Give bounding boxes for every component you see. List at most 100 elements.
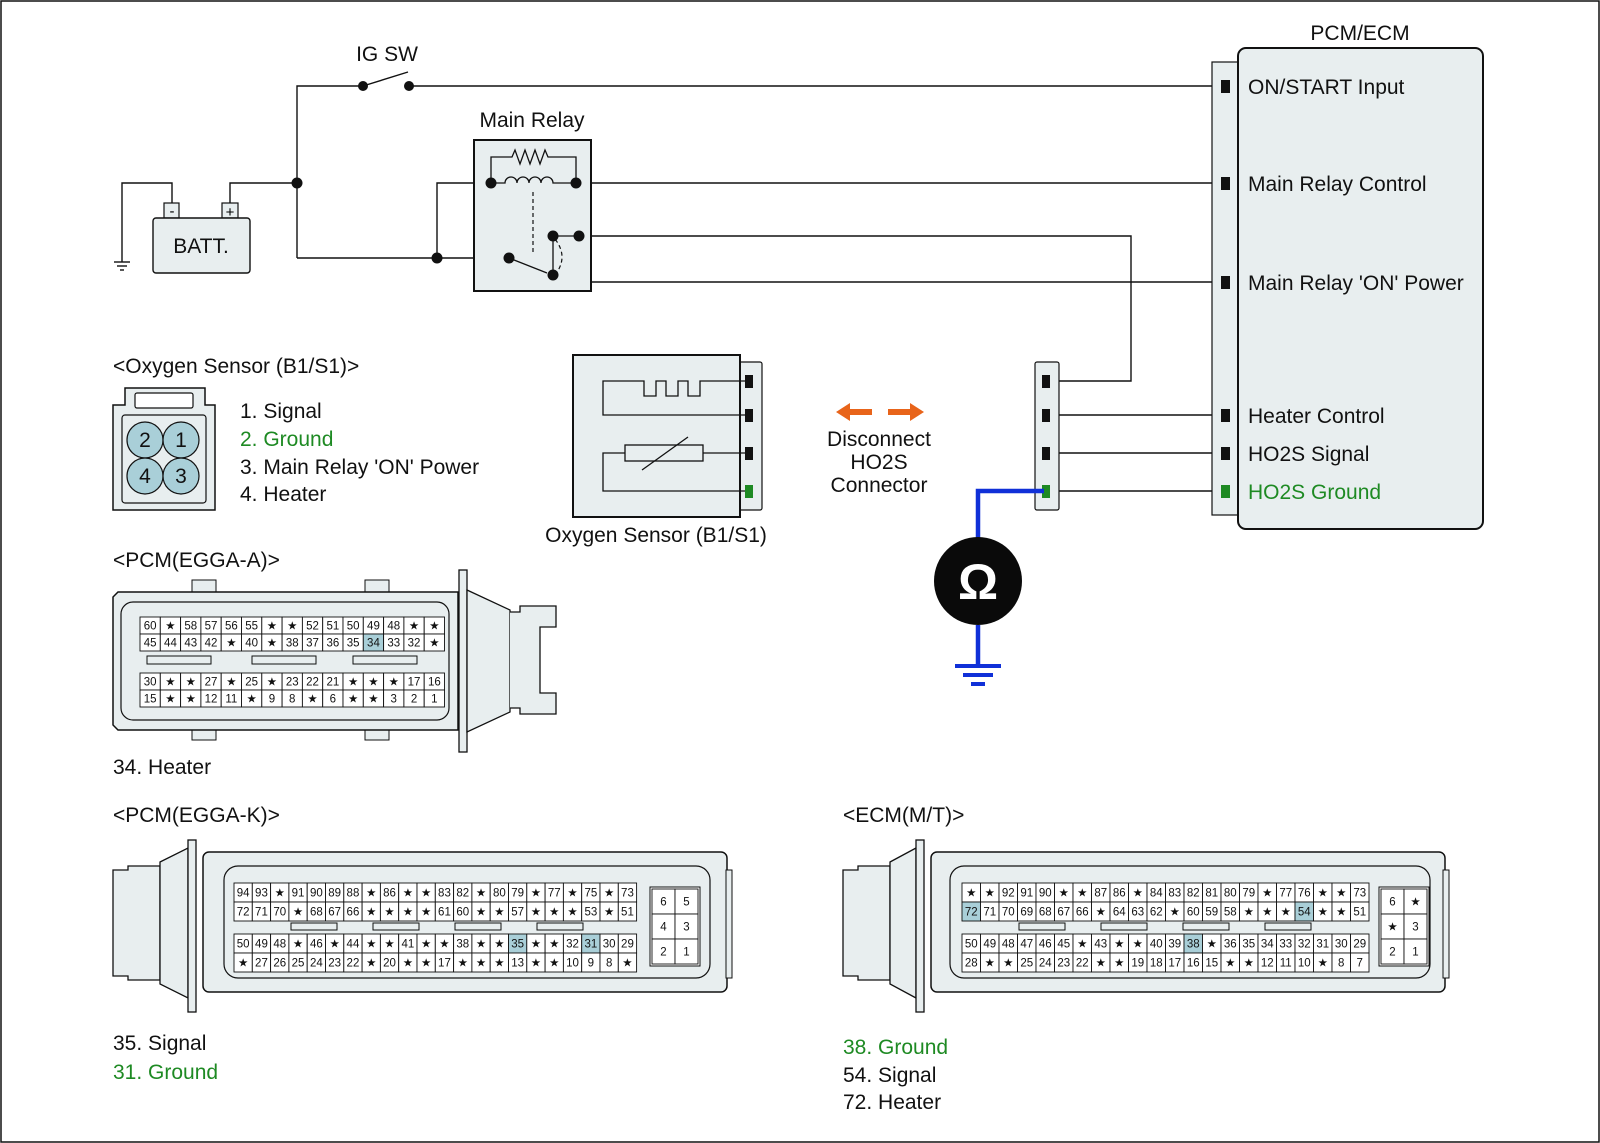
ecm-mt-pin-label: ★ xyxy=(1003,958,1013,970)
pcm-k-pin-label: 91 xyxy=(292,888,305,900)
ecm-mt-title: <ECM(M/T)> xyxy=(843,804,964,827)
ecm-mt-pin-label: 11 xyxy=(1280,958,1292,970)
pcm-k-pin-label: 67 xyxy=(328,907,341,919)
ecm-mt-pin-label: 35 xyxy=(1242,939,1255,951)
pcm-a-pin-label: 1 xyxy=(431,694,437,706)
disconnect-label-line1: Disconnect xyxy=(827,428,931,451)
pcm-k-pin-label: ★ xyxy=(421,907,431,919)
sensor-caption: Oxygen Sensor (B1/S1) xyxy=(545,524,767,547)
ecm-mt-pin-label: 83 xyxy=(1168,888,1181,900)
pcm-a-pin-label: 37 xyxy=(306,638,319,650)
ecm-terminal-signal: HO2S Signal xyxy=(1248,443,1369,466)
o2-pin-4: 4 xyxy=(139,465,151,488)
pcm-a-pin-label: ★ xyxy=(368,694,378,706)
pcm-k-pin-label: ★ xyxy=(384,907,394,919)
pcm-k-pin-label: 70 xyxy=(273,907,286,919)
ecm-mt-pin-label: 50 xyxy=(965,939,978,951)
pcm-k-pin-label: ★ xyxy=(458,958,468,970)
pcm-a-pin-label: 58 xyxy=(184,621,197,633)
ecm-mt-pin-label: 29 xyxy=(1353,939,1366,951)
ecm-mt-pin-label: 92 xyxy=(1002,888,1015,900)
ecm-mt-pin-label: 24 xyxy=(1039,958,1052,970)
pcm-k-pin-label: ★ xyxy=(366,907,376,919)
ecm-mt-pin-label: 64 xyxy=(1113,907,1126,919)
ecm-mt-pin-label: 69 xyxy=(1020,907,1033,919)
pcm-k-side-pin-cell xyxy=(674,938,699,965)
pcm-k-pin-label: ★ xyxy=(384,939,394,951)
pcm-k-pin-label: 23 xyxy=(328,958,341,970)
pcm-k-pin-label: ★ xyxy=(329,939,339,951)
ecm-mt-pin-label: 82 xyxy=(1187,888,1200,900)
ecm-mt-pin-label: ★ xyxy=(1336,907,1346,919)
pcm-k-pin-label: ★ xyxy=(604,888,614,900)
pcm-k-pin-label: 25 xyxy=(292,958,305,970)
pcm-k-pin-label: 53 xyxy=(584,907,597,919)
ecm-terminal-ground: HO2S Ground xyxy=(1248,481,1381,504)
ecm-mt-pin-label: ★ xyxy=(966,888,976,900)
pcm-a-pin-label: 35 xyxy=(347,638,360,650)
ecm-mt-pin-label: 79 xyxy=(1242,888,1255,900)
pcm-a-pin-label: ★ xyxy=(348,694,358,706)
pcm-k-pin-label: ★ xyxy=(494,939,504,951)
pcm-k-pin-label: 68 xyxy=(310,907,323,919)
o2-pin-3: 3 xyxy=(175,465,187,488)
pcm-k-pin-label: 22 xyxy=(347,958,360,970)
pcm-k-pin-label: ★ xyxy=(403,907,413,919)
ecm-mt-pin-label: 48 xyxy=(1002,939,1015,951)
pcm-a-pin-label: ★ xyxy=(226,677,236,689)
ecm-terminal-on-start: ON/START Input xyxy=(1248,76,1405,99)
ecm-mt-pin-label: 22 xyxy=(1076,958,1089,970)
ecm-mt-pin-label: 60 xyxy=(1187,907,1200,919)
pcm-k-pin-label: ★ xyxy=(549,907,559,919)
ecm-mt-pin-label: 19 xyxy=(1131,958,1144,970)
ecm-mt-pin-label: ★ xyxy=(1096,907,1106,919)
ecm-mt-pin-label: ★ xyxy=(1133,888,1143,900)
pcm-a-pin-label: 42 xyxy=(205,638,218,650)
ecm-terminal-relay-power: Main Relay 'ON' Power xyxy=(1248,272,1464,295)
pcm-a-pin-cell xyxy=(423,689,445,708)
ecm-mt-pin-label: ★ xyxy=(1077,939,1087,951)
pcm-a-pin-label: ★ xyxy=(429,638,439,650)
pcm-k-pin-label: ★ xyxy=(604,907,614,919)
pcm-k-pin-label: 30 xyxy=(603,939,616,951)
pcm-k-pin-label: 77 xyxy=(548,888,561,900)
pcm-a-pin-label: 56 xyxy=(225,621,238,633)
ecm-mt-pin-label: 87 xyxy=(1094,888,1107,900)
pcm-a-pin-label: ★ xyxy=(186,677,196,689)
o2-pin-1: 1 xyxy=(175,429,187,452)
oxygen-sensor-connector: <Oxygen Sensor (B1/S1)> 2 1 4 3 1. Signa… xyxy=(112,355,479,511)
ecm-mt-pin-label: 91 xyxy=(1020,888,1033,900)
ohm-symbol: Ω xyxy=(958,554,998,610)
ecm-mt-pin-label: 71 xyxy=(983,907,996,919)
pcm-k-pin-label: ★ xyxy=(366,888,376,900)
ecm-mt-pin-label: 31 xyxy=(1316,939,1329,951)
ecm-mt-pin-label: 30 xyxy=(1335,939,1348,951)
ecm-mt-pin-label: 66 xyxy=(1076,907,1089,919)
pcm-k-legend-1: 35. Signal xyxy=(113,1032,206,1055)
pcm-a-pin-label: 30 xyxy=(144,677,157,689)
ecm-mt-pin-label: ★ xyxy=(1244,958,1254,970)
pcm-k-pin-label: 29 xyxy=(621,939,634,951)
ecm-mt-pin-label: 68 xyxy=(1039,907,1052,919)
ecm-mt-pin-label: ★ xyxy=(1059,888,1069,900)
battery: BATT. - + xyxy=(152,202,251,274)
pcm-a-title: <PCM(EGGA-A)> xyxy=(113,549,280,572)
pcm-k-pin-label: ★ xyxy=(567,888,577,900)
pcm-a-pin-label: 15 xyxy=(144,694,157,706)
pcm-k-title: <PCM(EGGA-K)> xyxy=(113,804,280,827)
pcm-a-pin-label: ★ xyxy=(368,677,378,689)
ecm-mt-pin-label: 58 xyxy=(1224,907,1237,919)
pcm-k-pin-label: ★ xyxy=(622,958,632,970)
pcm-a-pin-label: 6 xyxy=(330,694,336,706)
ecm-mt-pin-label: ★ xyxy=(1170,907,1180,919)
pcm-k-side-pin-label: 2 xyxy=(660,947,666,959)
ecm-mt-pin-label: 72 xyxy=(965,907,978,919)
ecm-terminal-relay-control: Main Relay Control xyxy=(1248,173,1427,196)
pcm-a-pin-label: 52 xyxy=(306,621,319,633)
pcm-a-pin-label: 40 xyxy=(245,638,258,650)
pcm-k-pin-label: 88 xyxy=(347,888,360,900)
ecm-mt-pin-label: ★ xyxy=(1133,939,1143,951)
pcm-k-side-pin-label: 4 xyxy=(660,922,667,934)
